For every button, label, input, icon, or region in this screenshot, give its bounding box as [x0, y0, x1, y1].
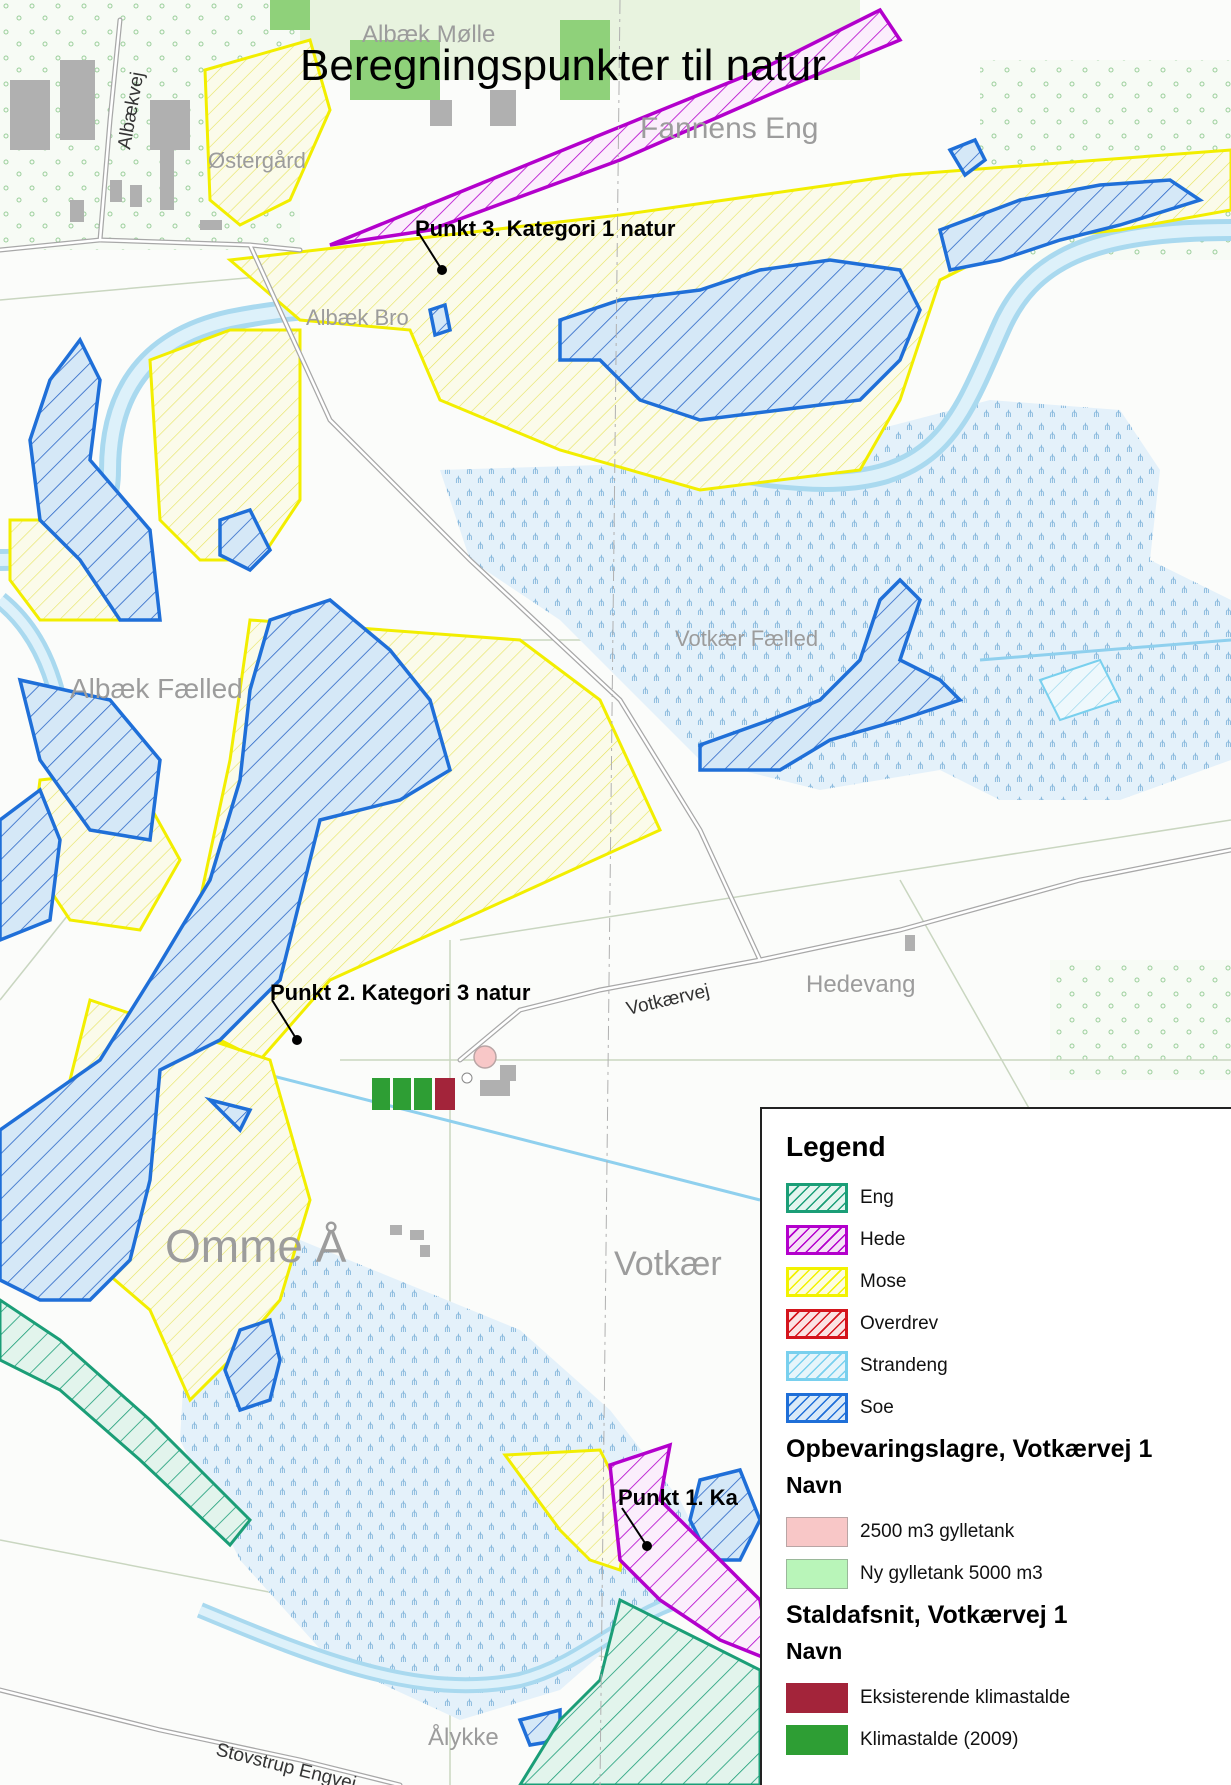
legend-item-nature-5: Soe [786, 1387, 1231, 1429]
strandeng-areas [1038, 658, 1122, 722]
legend-item-label: Soe [860, 1397, 894, 1418]
place-label: Albæk Mølle [362, 21, 495, 48]
legend-title: Legend [786, 1131, 886, 1162]
roads-inner [0, 18, 1231, 1785]
legend-item-storage-0: 2500 m3 gylletank [786, 1511, 1231, 1553]
place-label: Hedevang [806, 971, 915, 998]
legend-swatch [786, 1225, 848, 1255]
buildings [10, 60, 915, 1257]
legend-item-label: Strandeng [860, 1355, 948, 1376]
stable-buildings [372, 1078, 455, 1110]
legend-swatch [786, 1725, 848, 1755]
legend-swatch [786, 1183, 848, 1213]
legend-item-label: Hede [860, 1229, 906, 1250]
legend-item-label: Overdrev [860, 1313, 939, 1334]
place-label: Votkær Fælled [675, 626, 818, 651]
point-markers [271, 231, 652, 1551]
place-label: Ålykke [428, 1723, 499, 1751]
place-label: Albæk Fælled [70, 673, 243, 704]
legend-item-label: Ny gylletank 5000 m3 [860, 1563, 1043, 1584]
legend-swatch [786, 1267, 848, 1297]
place-label: Omme Å [165, 1220, 347, 1272]
legend-swatch [786, 1351, 848, 1381]
soe-lakes [0, 137, 1205, 1747]
legend-storage-subheading: Navn [786, 1472, 843, 1498]
boundary-line [599, 0, 621, 1785]
legend-swatch [786, 1393, 848, 1423]
legend-item-nature-4: Strandeng [786, 1345, 1231, 1387]
legend-item-nature-0: Eng [786, 1177, 1231, 1219]
place-label: Østergård [208, 148, 306, 173]
legend-item-label: Eng [860, 1187, 894, 1208]
marsh-areas [180, 400, 1231, 1720]
legend-swatch [786, 1559, 848, 1589]
legend-item-nature-2: Mose [786, 1261, 1231, 1303]
legend-item-label: Klimastalde (2009) [860, 1729, 1019, 1750]
legend-swatch [786, 1683, 848, 1713]
eng-areas [0, 1298, 762, 1785]
legend-storage-list: 2500 m3 gylletank Ny gylletank 5000 m3 [786, 1511, 1231, 1595]
gylletank-2500 [473, 1045, 497, 1069]
legend-item-nature-3: Overdrev [786, 1303, 1231, 1345]
point-label-3: Punkt 3. Kategori 1 natur [415, 216, 676, 241]
place-label: Albæk Bro [306, 305, 409, 330]
legend-stable-subheading: Navn [786, 1638, 843, 1664]
legend-item-nature-1: Hede [786, 1219, 1231, 1261]
gylletank-small [461, 1072, 473, 1084]
legend-swatch [786, 1517, 848, 1547]
place-label: Votkær [614, 1245, 722, 1283]
legend-swatch [786, 1309, 848, 1339]
legend-item-stable-1: Klimastalde (2009) [786, 1719, 1231, 1761]
point-label-1: Punkt 1. Ka [618, 1485, 739, 1510]
legend-item-label: Mose [860, 1271, 907, 1292]
point-label-2: Punkt 2. Kategori 3 natur [270, 980, 531, 1005]
legend-item-label: Eksisterende klimastalde [860, 1687, 1071, 1708]
legend-item-storage-1: Ny gylletank 5000 m3 [786, 1553, 1231, 1595]
legend-item-label: 2500 m3 gylletank [860, 1521, 1015, 1542]
legend-item-stable-0: Eksisterende klimastalde [786, 1677, 1231, 1719]
map-title: Beregningspunkter til natur [300, 41, 826, 90]
place-label: Fannens Eng [640, 112, 818, 145]
legend-storage-heading: Opbevaringslagre, Votkærvej 1 [786, 1435, 1153, 1463]
legend-stable-heading: Staldafsnit, Votkærvej 1 [786, 1601, 1068, 1629]
